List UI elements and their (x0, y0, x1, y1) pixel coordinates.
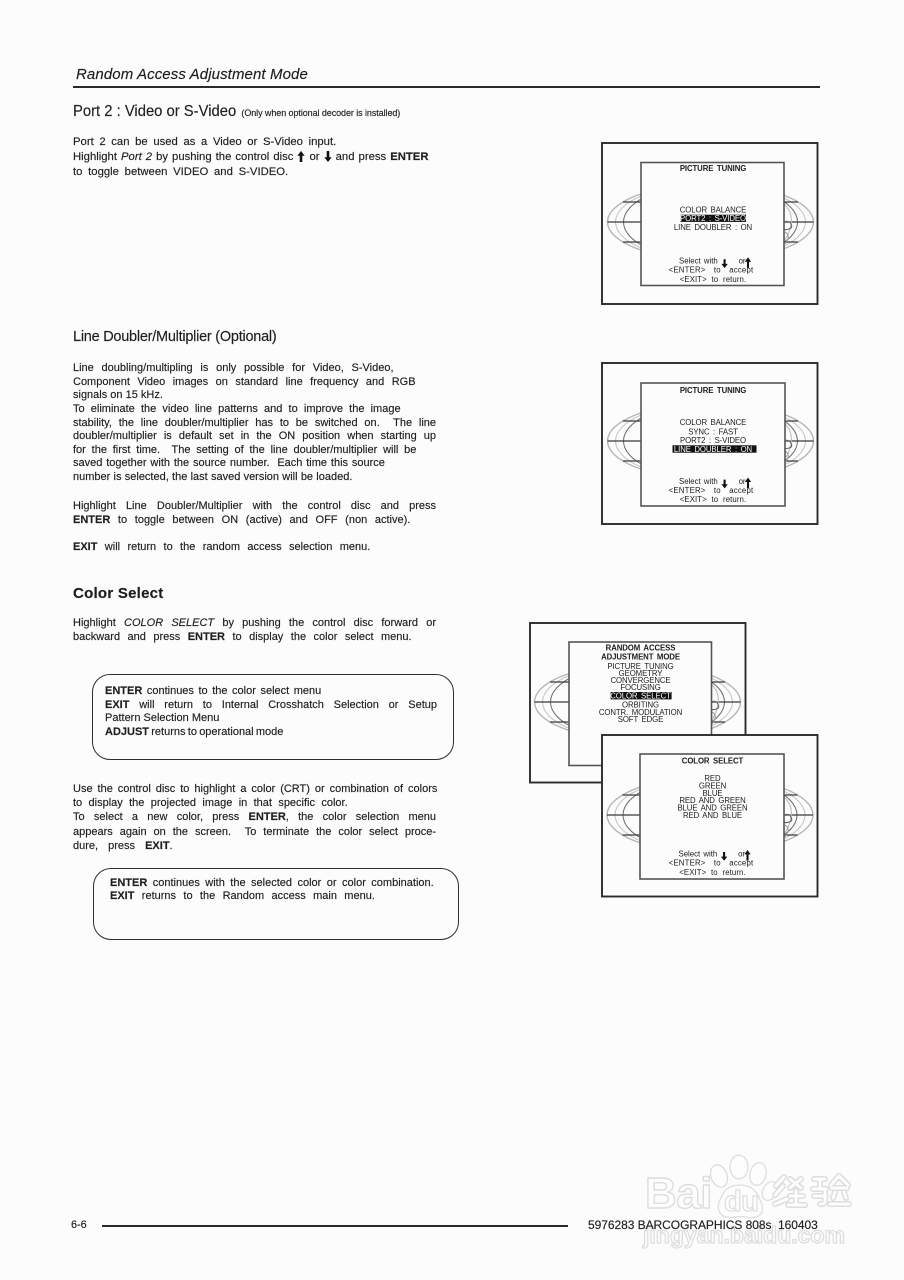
svg-text:PICTURE TUNING: PICTURE TUNING (680, 164, 746, 173)
svg-text:Select with: Select with (679, 257, 718, 266)
svg-text:COLOR BALANCE: COLOR BALANCE (680, 206, 747, 215)
svg-text:PICTURE TUNING: PICTURE TUNING (680, 386, 746, 395)
svg-text:SYNC : FAST: SYNC : FAST (688, 427, 738, 436)
svg-text:GEOMETRY: GEOMETRY (619, 669, 664, 678)
svg-text:SOFT EDGE: SOFT EDGE (618, 715, 664, 724)
svg-text:Select with: Select with (679, 849, 718, 858)
svg-text:BLUE: BLUE (703, 789, 723, 798)
svg-text:FOCUSING: FOCUSING (620, 683, 660, 692)
svg-text:RANDOM ACCESS: RANDOM ACCESS (606, 643, 676, 652)
svg-text:jingyan.baidu.com: jingyan.baidu.com (642, 1222, 845, 1248)
svg-text:CONTR. MODULATION: CONTR. MODULATION (599, 707, 682, 716)
svg-text:COLOR SELECT: COLOR SELECT (610, 691, 671, 700)
svg-text:<ENTER> to accept: <ENTER> to accept (669, 859, 754, 868)
svg-text:LINE DOUBLER : ON: LINE DOUBLER : ON (674, 223, 752, 232)
svg-text:RED: RED (704, 774, 721, 783)
svg-text:du: du (724, 1186, 758, 1218)
svg-text:Select with: Select with (679, 477, 718, 486)
svg-text:PICTURE TUNING: PICTURE TUNING (607, 661, 673, 670)
svg-text:<EXIT> to return.: <EXIT> to return. (679, 868, 746, 877)
svg-text:COLOR SELECT: COLOR SELECT (682, 757, 744, 766)
svg-text:<ENTER> to accept: <ENTER> to accept (669, 266, 754, 275)
svg-text:BLUE AND GREEN: BLUE AND GREEN (677, 803, 747, 812)
svg-text:<ENTER> to accept: <ENTER> to accept (669, 486, 754, 495)
svg-text:<EXIT> to return.: <EXIT> to return. (680, 275, 747, 284)
svg-text:CONVERGENCE: CONVERGENCE (611, 676, 671, 685)
svg-text:ADJUSTMENT MODE: ADJUSTMENT MODE (601, 652, 680, 661)
svg-text:or: or (739, 257, 746, 266)
svg-text:or: or (738, 849, 745, 858)
svg-text:GREEN: GREEN (699, 781, 726, 790)
svg-text:PORT2 : S-VIDEO: PORT2 : S-VIDEO (680, 436, 746, 445)
svg-text:ORBITING: ORBITING (622, 700, 659, 709)
svg-text:RED AND GREEN: RED AND GREEN (679, 796, 745, 805)
svg-text:RED AND BLUE: RED AND BLUE (683, 811, 742, 820)
svg-text:PORT2 : S-VIDEO: PORT2 : S-VIDEO (680, 214, 746, 223)
svg-text:COLOR BALANCE: COLOR BALANCE (680, 418, 747, 427)
svg-text:<EXIT> to return.: <EXIT> to return. (680, 495, 747, 504)
svg-text:LINE DOUBLER : ON: LINE DOUBLER : ON (674, 445, 752, 454)
svg-text:Bai: Bai (645, 1169, 712, 1218)
svg-text:or: or (739, 477, 746, 486)
